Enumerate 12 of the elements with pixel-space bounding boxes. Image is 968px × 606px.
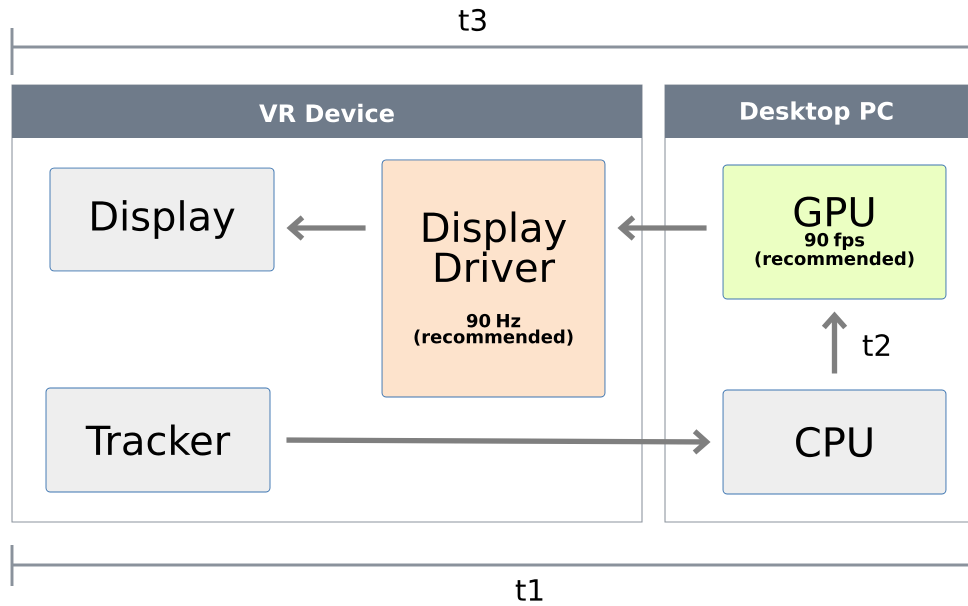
- arrow: [286, 215, 366, 241]
- process-box: GPU 90 fps (recommended): [722, 164, 946, 300]
- arrow: [286, 429, 711, 455]
- process-box: CPU: [722, 390, 946, 494]
- edge-label: t2: [862, 334, 890, 356]
- dimension-label: t1: [516, 579, 542, 601]
- process-box: Tracker: [46, 388, 270, 492]
- arrow: [617, 215, 707, 241]
- dimension-label: t3: [458, 8, 486, 32]
- process-box: Display Driver 90 Hz (recommended): [382, 160, 606, 398]
- process-box: Display: [50, 168, 274, 272]
- arrow: [822, 311, 848, 374]
